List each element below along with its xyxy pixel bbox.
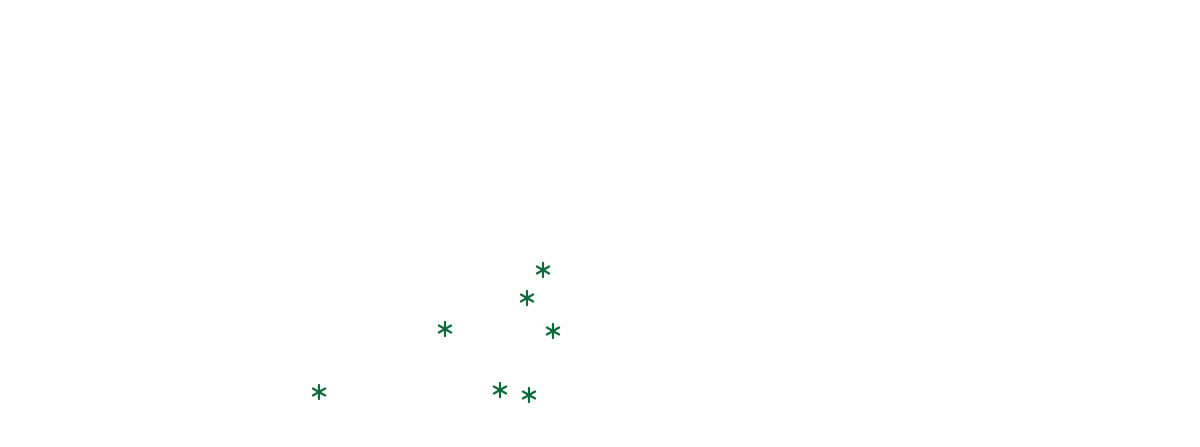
asterisk-icon (544, 322, 562, 340)
asterisk-icon (436, 320, 454, 338)
asterisk-icon (534, 261, 552, 279)
asterisk-icon (491, 381, 509, 399)
asterisk-icon (518, 289, 536, 307)
asterisk-icon (310, 383, 328, 401)
asterisk-icon (520, 386, 538, 404)
